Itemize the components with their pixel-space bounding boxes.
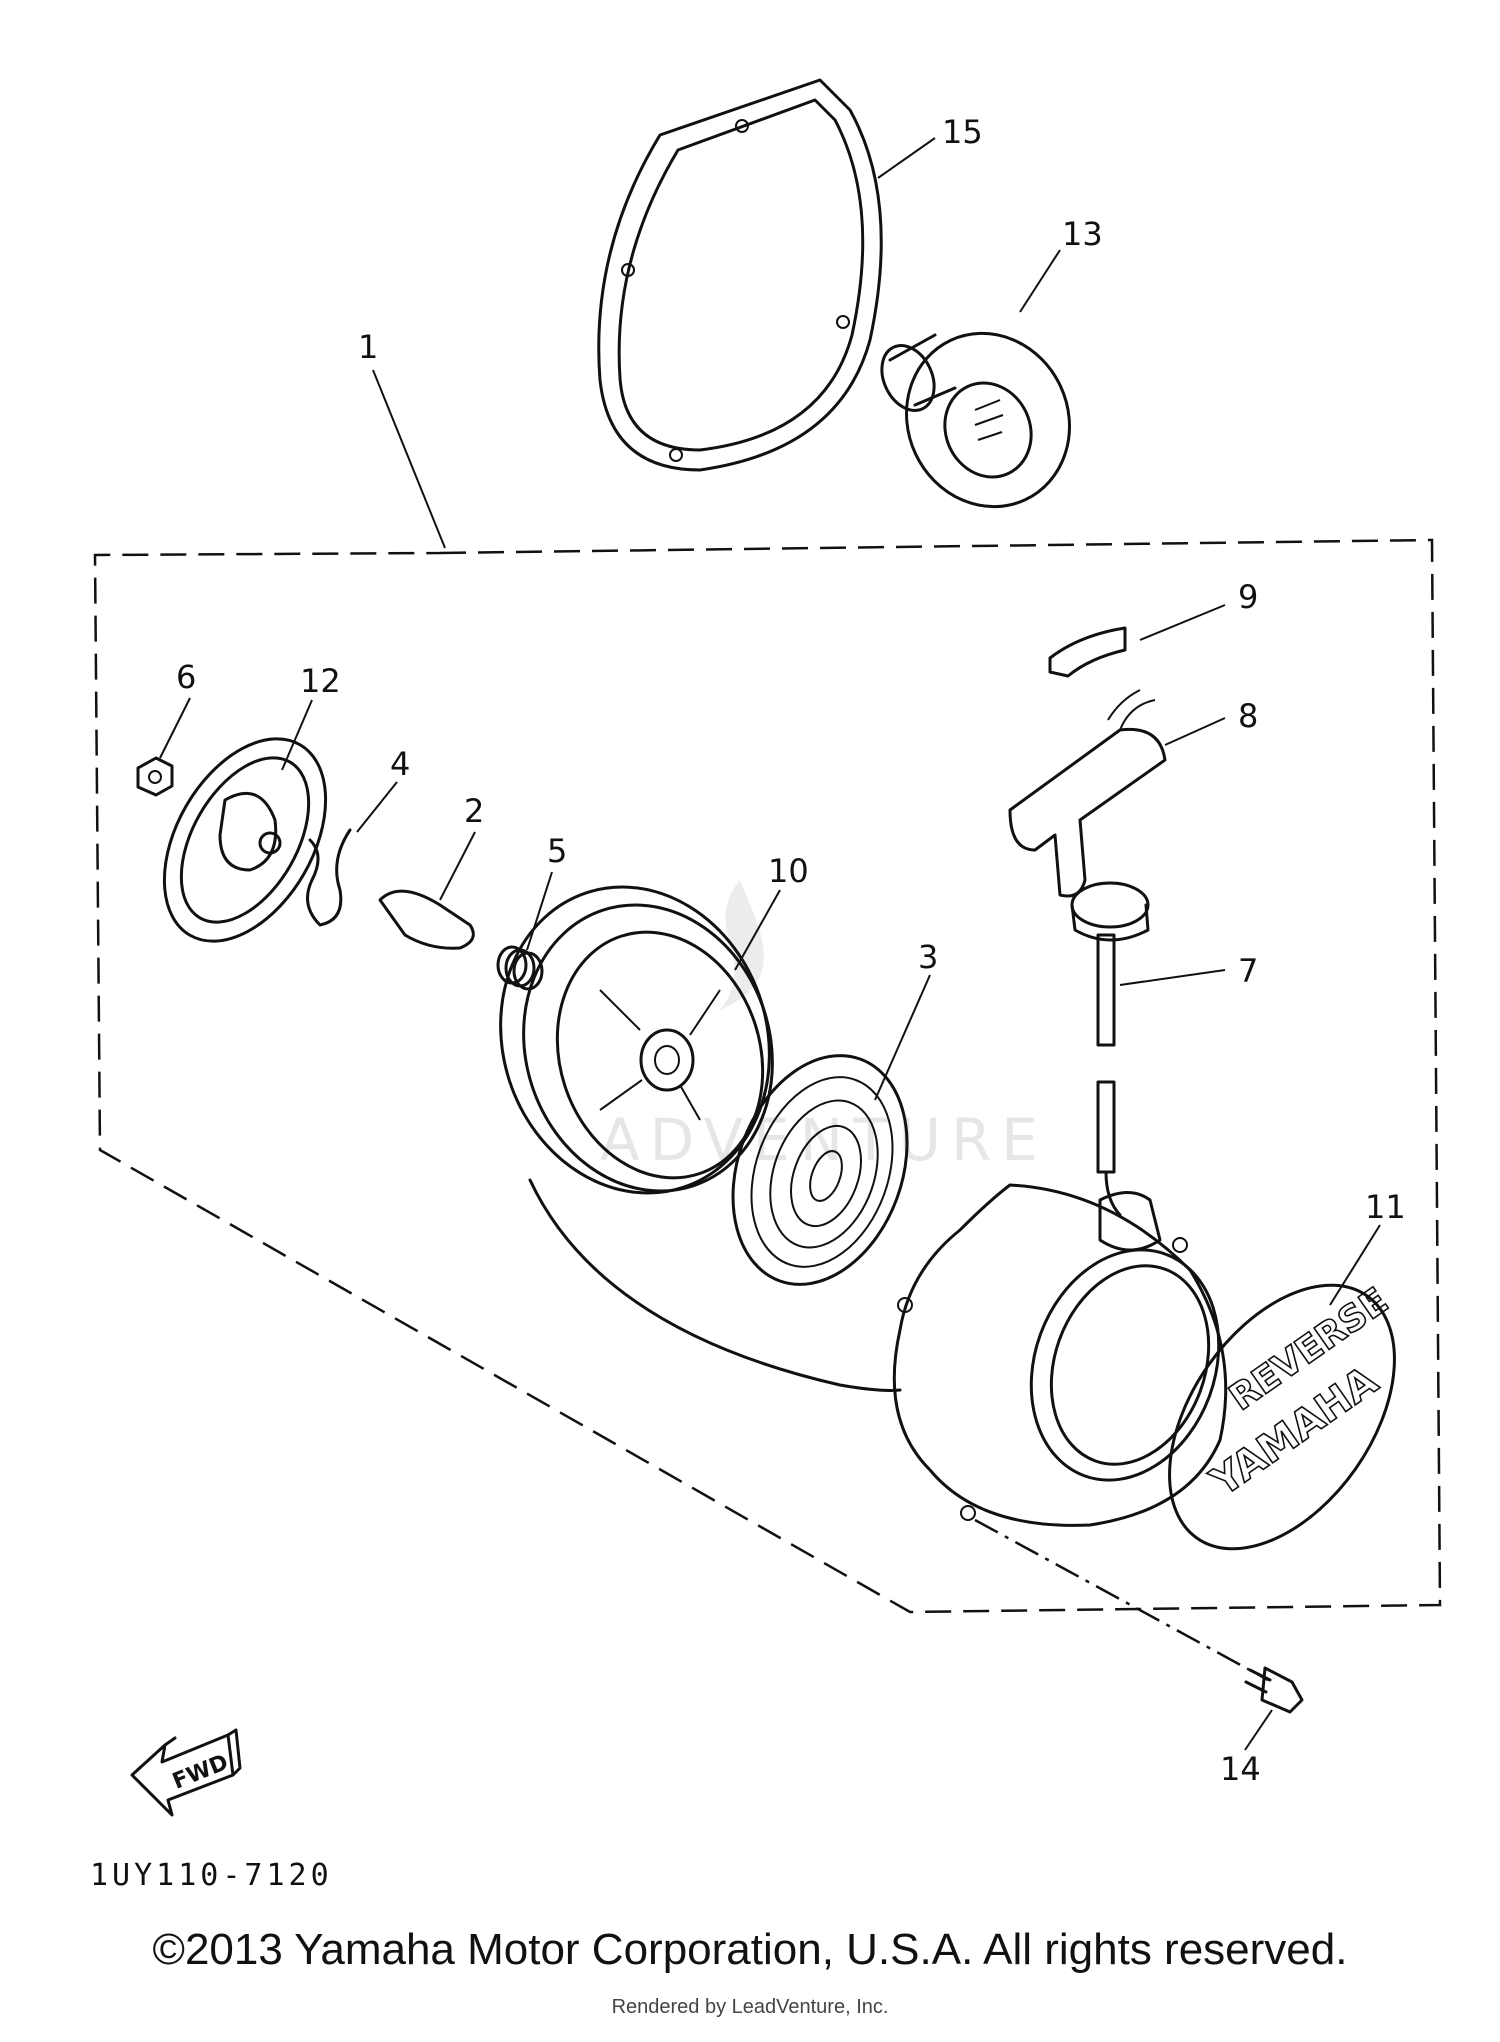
callout-13: 13 [1062, 215, 1103, 253]
watermark-text: ADVENTURE [600, 1106, 1048, 1174]
part-9-cap [1048, 626, 1127, 678]
callout-9: 9 [1238, 578, 1258, 616]
part-13-pulley [880, 331, 1071, 509]
diagram-code: 1UY110-7120 [90, 1858, 333, 1893]
callout-1: 1 [358, 328, 378, 366]
part-3-spiral-spring [731, 1054, 909, 1286]
callout-2: 2 [464, 792, 484, 830]
callout-labels: 1 2 3 4 5 6 7 8 9 10 11 12 13 14 15 [176, 113, 1406, 1788]
callout-10: 10 [768, 852, 809, 890]
part-4-clip [306, 828, 352, 927]
callout-3: 3 [918, 938, 938, 976]
callout-11: 11 [1365, 1188, 1406, 1226]
callout-4: 4 [390, 745, 410, 783]
callout-5: 5 [547, 832, 567, 870]
fwd-arrow-icon: FWD [130, 1728, 242, 1817]
rendered-by-notice: Rendered by LeadVenture, Inc. [611, 1996, 889, 2018]
callout-15: 15 [942, 113, 983, 151]
assembly-boundary [93, 538, 1442, 1614]
part-14-bolt [1244, 1666, 1304, 1714]
callout-7: 7 [1238, 952, 1258, 990]
part-2-pawl [378, 889, 475, 950]
callout-12: 12 [300, 662, 341, 700]
callout-6: 6 [176, 658, 196, 696]
callout-8: 8 [1238, 697, 1258, 735]
leader-lines [159, 137, 1381, 1751]
callout-14: 14 [1220, 1750, 1261, 1788]
copyright-notice: ©2013 Yamaha Motor Corporation, U.S.A. A… [152, 1925, 1348, 1974]
part-1-starter-case [892, 1183, 1228, 1527]
part-10-sheave-drum [499, 885, 902, 1392]
part-6-nut [136, 756, 174, 797]
part-12-friction-plate [162, 737, 328, 943]
part-8-handle [1008, 689, 1167, 942]
part-5-spring [496, 945, 544, 991]
part-7-rope [1096, 933, 1122, 1217]
part-11-emblem: REVERSE YAMAHA [1168, 1279, 1396, 1551]
part-15-gasket [597, 78, 883, 472]
